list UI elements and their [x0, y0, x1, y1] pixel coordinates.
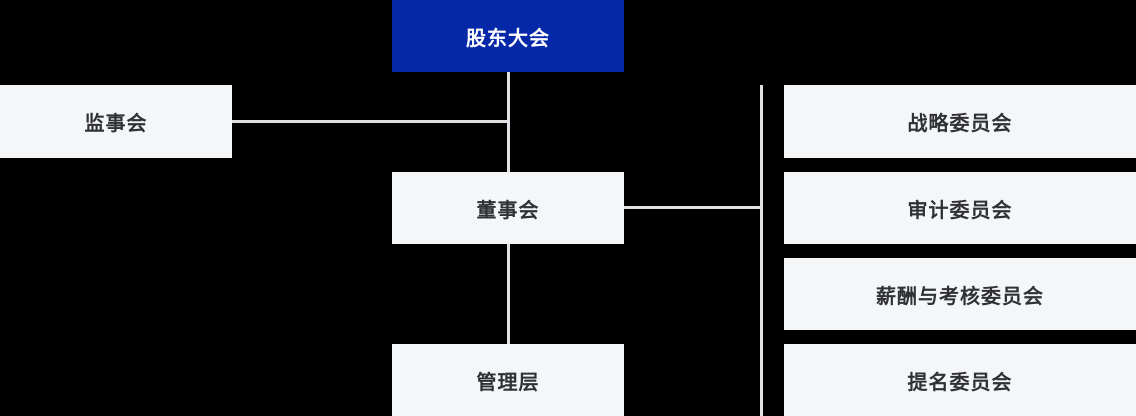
node-compensation-assessment-committee: 薪酬与考核委员会 — [784, 258, 1136, 330]
connector-board-committees — [624, 206, 762, 209]
node-shareholders-meeting: 股东大会 — [392, 0, 624, 72]
node-management: 管理层 — [392, 344, 624, 416]
node-audit-committee: 审计委员会 — [784, 172, 1136, 244]
connector-supervisory-branch — [232, 120, 509, 123]
node-nomination-committee: 提名委员会 — [784, 344, 1136, 416]
node-audit-committee-label: 审计委员会 — [907, 199, 1013, 222]
node-management-label: 管理层 — [476, 371, 540, 394]
connector-committee-spine — [760, 85, 763, 416]
node-supervisory-board: 监事会 — [0, 85, 232, 158]
node-strategy-committee: 战略委员会 — [784, 85, 1136, 158]
node-strategy-committee-label: 战略委员会 — [907, 113, 1013, 135]
node-board-label: 董事会 — [476, 199, 540, 222]
node-nomination-committee-label: 提名委员会 — [907, 371, 1013, 394]
connector-board-management — [507, 244, 510, 344]
node-compensation-assessment-committee-label: 薪酬与考核委员会 — [876, 285, 1044, 308]
node-supervisory-label: 监事会 — [84, 113, 148, 135]
node-shareholders-label: 股东大会 — [466, 27, 550, 50]
node-board-of-directors: 董事会 — [392, 172, 624, 244]
